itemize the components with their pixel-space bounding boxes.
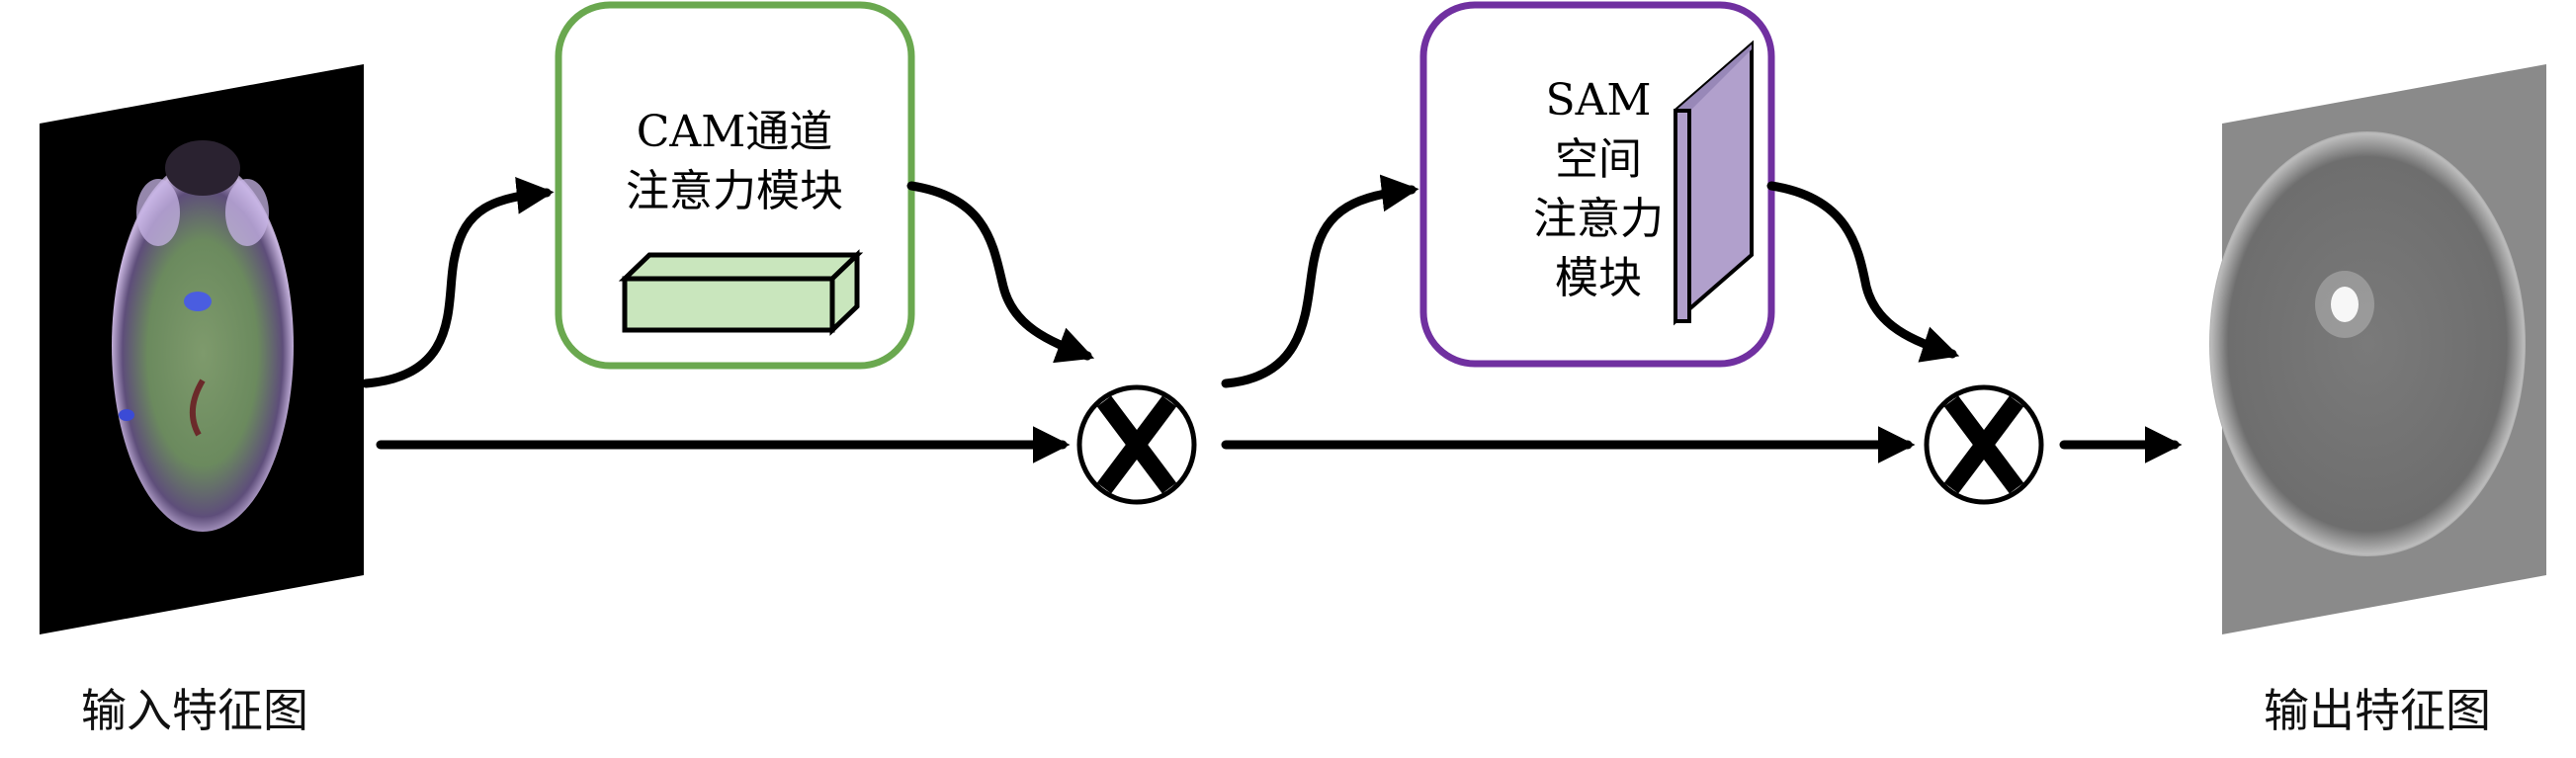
sam-label-line1: SAM xyxy=(1546,75,1652,126)
output-feature-map-caption: 输出特征图 xyxy=(2264,684,2491,737)
channel-block-icon xyxy=(618,249,864,336)
sam-label-line4: 模块 xyxy=(1555,253,1642,303)
arrow-mult1-to-sam xyxy=(1221,174,1419,388)
sam-label-line3: 注意力 xyxy=(1533,194,1664,244)
spatial-block-icon xyxy=(1674,40,1754,326)
sam-label-line2: 空间 xyxy=(1555,134,1642,185)
cam-module: CAM通道 注意力模块 xyxy=(555,1,915,370)
brain-attention-image xyxy=(2209,131,2526,556)
arrow-cam-to-mult1 xyxy=(906,181,1095,364)
input-feature-map xyxy=(40,64,364,634)
output-feature-map xyxy=(2209,64,2546,634)
cam-label-line1: CAM通道 xyxy=(637,107,833,157)
cam-label-line2: 注意力模块 xyxy=(626,166,843,216)
arrow-input-to-cam xyxy=(361,177,555,388)
sam-module: SAM 空间 注意力 模块 xyxy=(1419,1,1775,368)
multiply-icon xyxy=(1924,384,2044,505)
arrow-sam-to-mult2 xyxy=(1766,181,1960,363)
input-feature-map-caption: 输入特征图 xyxy=(81,684,308,737)
connection-arrows xyxy=(361,174,2183,463)
brain-mri-image xyxy=(112,160,294,532)
multiply-icon xyxy=(1076,384,1197,505)
